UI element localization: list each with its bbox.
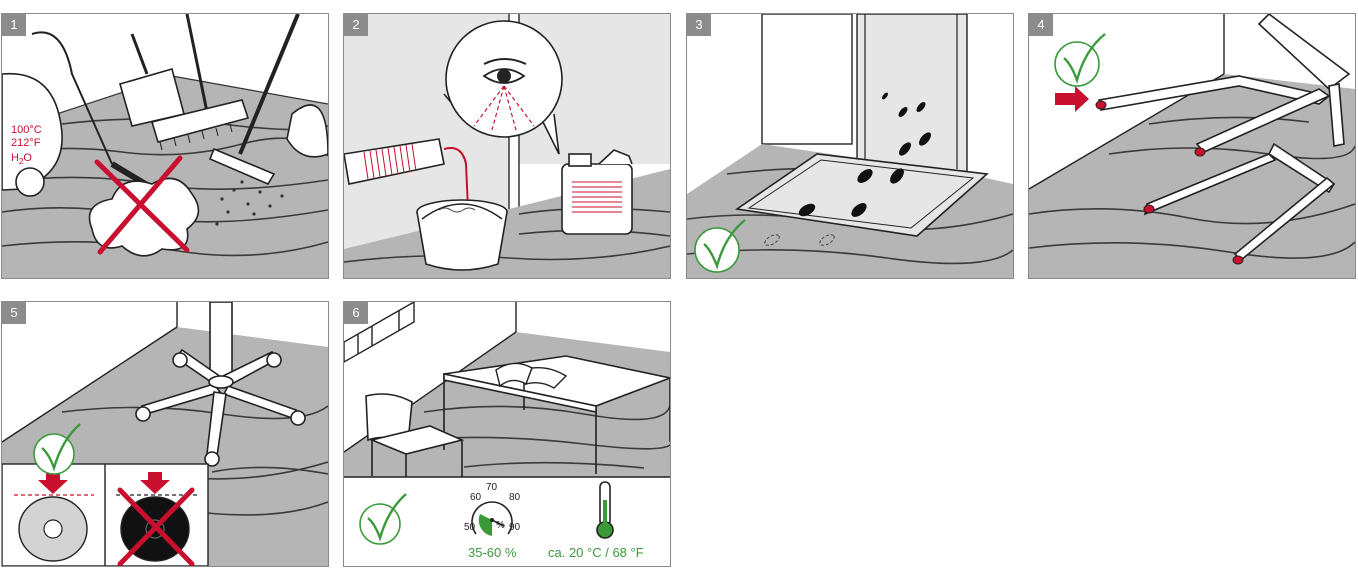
panel-number: 4: [1029, 14, 1053, 36]
steam-temperature-celsius: 100°C: [11, 124, 42, 136]
gauge-tick-60: 60: [470, 492, 481, 503]
water-formula-o: O: [23, 152, 32, 164]
gauge-tick-50: 50: [464, 522, 475, 533]
gauge-tick-80: 80: [509, 492, 520, 503]
panel-6-illustration: [344, 302, 670, 566]
gauge-unit: %: [496, 520, 505, 531]
humidity-range: 35-60 %: [468, 545, 516, 560]
panel-number: 6: [344, 302, 368, 324]
water-formula-h: H: [11, 152, 19, 164]
panel-2: 2: [343, 13, 671, 279]
panel-number: 1: [2, 14, 26, 36]
panel-2-illustration: [344, 14, 670, 278]
panel-number: 5: [2, 302, 26, 324]
thermometer-icon: [597, 482, 613, 538]
panel-1-illustration: [2, 14, 328, 278]
panel-3-illustration: [687, 14, 1013, 278]
panel-number: 2: [344, 14, 368, 36]
panel-4-illustration: [1029, 14, 1355, 278]
panel-number: 3: [687, 14, 711, 36]
panel-5-illustration: [2, 302, 328, 566]
panel-3: 3: [686, 13, 1014, 279]
gauge-tick-70: 70: [486, 482, 497, 493]
soft-caster-wheel-icon: [19, 497, 87, 561]
gauge-tick-90: 90: [509, 522, 520, 533]
water-formula: H2O: [11, 152, 32, 166]
bucket-icon: [417, 200, 507, 270]
panel-1: 1 100°C 212°F H2O: [1, 13, 329, 279]
panel-6: 6 50 60 70 80 90 % 35-60 % ca. 20 °C / 6…: [343, 301, 671, 567]
panel-5: 5: [1, 301, 329, 567]
panel-4: 4: [1028, 13, 1356, 279]
temperature-range: ca. 20 °C / 68 °F: [548, 545, 644, 560]
steam-temperature-fahrenheit: 212°F: [11, 137, 40, 149]
